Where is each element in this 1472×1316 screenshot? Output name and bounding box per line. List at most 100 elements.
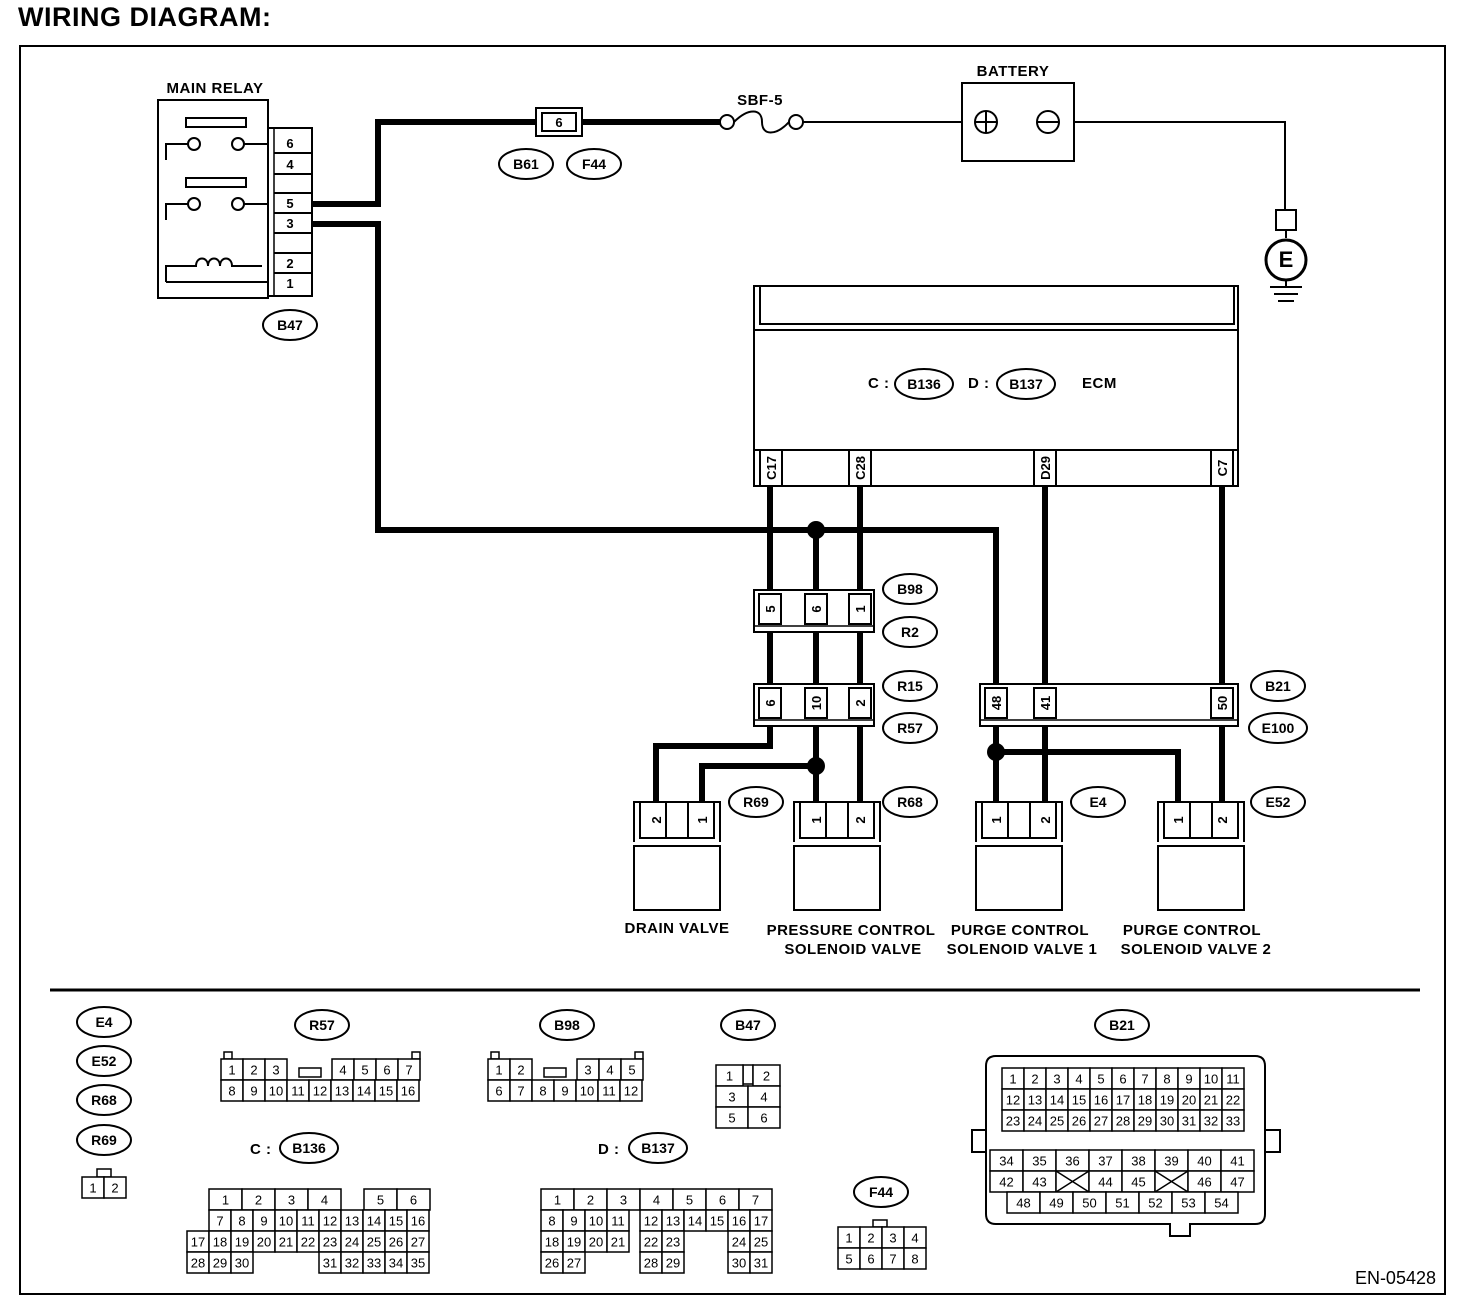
- legend-cell: 12: [619, 1079, 643, 1102]
- purge2-pin: 1: [1171, 816, 1186, 823]
- legend-cell: 3: [881, 1226, 905, 1249]
- legend-cell: 38: [1121, 1149, 1156, 1172]
- legend-cell: 4: [639, 1188, 674, 1211]
- legend-cell: 35: [1022, 1149, 1057, 1172]
- legend-cell: 7: [1133, 1067, 1157, 1090]
- legend-cell-label: 6: [760, 1111, 767, 1126]
- pcsv-label-1: PRESSURE CONTROL: [767, 922, 936, 939]
- junction-dot: [807, 521, 825, 539]
- legend-cell: 2: [241, 1188, 276, 1211]
- legend-cell-label: 24: [1028, 1114, 1042, 1129]
- legend-cell-label: 29: [666, 1256, 680, 1271]
- legend-cell: 2: [509, 1058, 533, 1081]
- legend-cell: 8: [230, 1209, 254, 1232]
- legend-cell-label: 15: [389, 1214, 403, 1229]
- legend-cell: 13: [330, 1079, 354, 1102]
- legend-cell-label: 20: [589, 1235, 603, 1250]
- legend-cell-label: 8: [1163, 1072, 1170, 1087]
- legend-cell: 17: [1111, 1088, 1135, 1111]
- legend-cell: 52: [1138, 1191, 1173, 1214]
- legend-cell: 32: [1199, 1109, 1223, 1132]
- b61-tag: B61: [498, 148, 554, 180]
- b98-label: B98: [897, 581, 923, 597]
- legend-cell-label: 1: [845, 1231, 852, 1246]
- legend-cell: 13: [340, 1209, 364, 1232]
- legend-cell: 6: [375, 1058, 399, 1081]
- legend-cell: 47: [1220, 1170, 1255, 1193]
- legend-cell: 27: [562, 1251, 586, 1274]
- wire-battery-to-ground: [1066, 121, 1286, 210]
- legend-cell: 9: [252, 1209, 276, 1232]
- legend-cell: 2: [752, 1064, 781, 1087]
- legend-cell-label: 40: [1197, 1154, 1211, 1169]
- legend-cell: 4: [331, 1058, 355, 1081]
- legend-cell-label: 34: [389, 1256, 403, 1271]
- legend-cell-label: 4: [653, 1193, 660, 1208]
- legend-cell: 19: [230, 1230, 254, 1253]
- b98-pin: 1: [853, 605, 868, 612]
- legend-cell-label: 11: [291, 1084, 305, 1099]
- legend-cell-label: 12: [624, 1084, 638, 1099]
- legend-cell: 30: [727, 1251, 751, 1274]
- legend-cell-label: 2: [1031, 1072, 1038, 1087]
- legend-cell-label: 2: [255, 1193, 262, 1208]
- legend-cell: 1: [220, 1058, 244, 1081]
- legend-cell: 35: [406, 1251, 430, 1274]
- legend-cell: 8: [531, 1079, 555, 1102]
- e52-label: E52: [1266, 794, 1291, 810]
- legend-cell-label: 6: [1119, 1072, 1126, 1087]
- legend-cell: 10: [575, 1079, 599, 1102]
- fuse-label: SBF-5: [737, 92, 783, 109]
- legend-cell-label: 43: [1032, 1175, 1046, 1190]
- legend-cell: 9: [553, 1079, 577, 1102]
- ecm-c-prefix: C :: [868, 375, 890, 392]
- legend-cell-label: 1: [222, 1193, 229, 1208]
- purge-control-solenoid-valve-2: 1 2 PURGE CONTROL SOLENOID VALVE 2: [1121, 801, 1271, 958]
- legend-cell: 18: [1133, 1088, 1157, 1111]
- legend-cell-label: 8: [228, 1084, 235, 1099]
- legend-cell: 28: [186, 1251, 210, 1274]
- e4-label: E4: [1089, 794, 1106, 810]
- legend-cell: 1: [837, 1226, 861, 1249]
- legend-cell-label: 21: [279, 1235, 293, 1250]
- legend-cell: 20: [1177, 1088, 1201, 1111]
- r57-tag: R57: [882, 712, 938, 744]
- legend-cell: 11: [296, 1209, 320, 1232]
- relay-pin: 3: [286, 216, 293, 231]
- legend-cell: 29: [661, 1251, 685, 1274]
- legend-cell-label: 4: [911, 1231, 918, 1246]
- legend-cell-label: 11: [602, 1084, 616, 1099]
- legend-cell-label: 42: [999, 1175, 1013, 1190]
- legend-cell-label: 5: [728, 1111, 735, 1126]
- legend-cell: 5: [1089, 1067, 1113, 1090]
- legend-e4-tag: E4: [76, 1006, 132, 1038]
- wire-r15-6-to-drain: [653, 724, 773, 802]
- e100-label: E100: [1262, 720, 1295, 736]
- legend-cell-label: 21: [611, 1235, 625, 1250]
- legend-cell-label: 4: [339, 1063, 346, 1078]
- legend-cell-label: 3: [1053, 1072, 1060, 1087]
- legend-cell-label: 9: [561, 1084, 568, 1099]
- legend-cell: 24: [340, 1230, 364, 1253]
- b21-pin: 50: [1215, 696, 1230, 710]
- ecm: C : D : ECM C17 C28 D29 C7: [753, 285, 1239, 487]
- legend-cell-label: 19: [235, 1235, 249, 1250]
- legend-cell: 4: [903, 1226, 927, 1249]
- legend-cell-label: 13: [1028, 1093, 1042, 1108]
- legend-cell: 31: [749, 1251, 773, 1274]
- legend-cell-label: 54: [1214, 1196, 1228, 1211]
- legend-cell: 19: [1155, 1088, 1179, 1111]
- legend-cell: 14: [683, 1209, 707, 1232]
- relay-pin: 2: [286, 256, 293, 271]
- ground-icon: E: [1264, 209, 1308, 302]
- battery: BATTERY: [961, 63, 1075, 162]
- legend-cell-label: 14: [688, 1214, 702, 1229]
- legend-cell: 43: [1022, 1170, 1057, 1193]
- legend-cell: 20: [252, 1230, 276, 1253]
- legend-b47-label: B47: [735, 1017, 761, 1033]
- legend-cell-label: 9: [570, 1214, 577, 1229]
- legend-r57-label: R57: [309, 1017, 335, 1033]
- b47-tag: B47: [262, 309, 318, 341]
- legend-cell-label: 3: [584, 1063, 591, 1078]
